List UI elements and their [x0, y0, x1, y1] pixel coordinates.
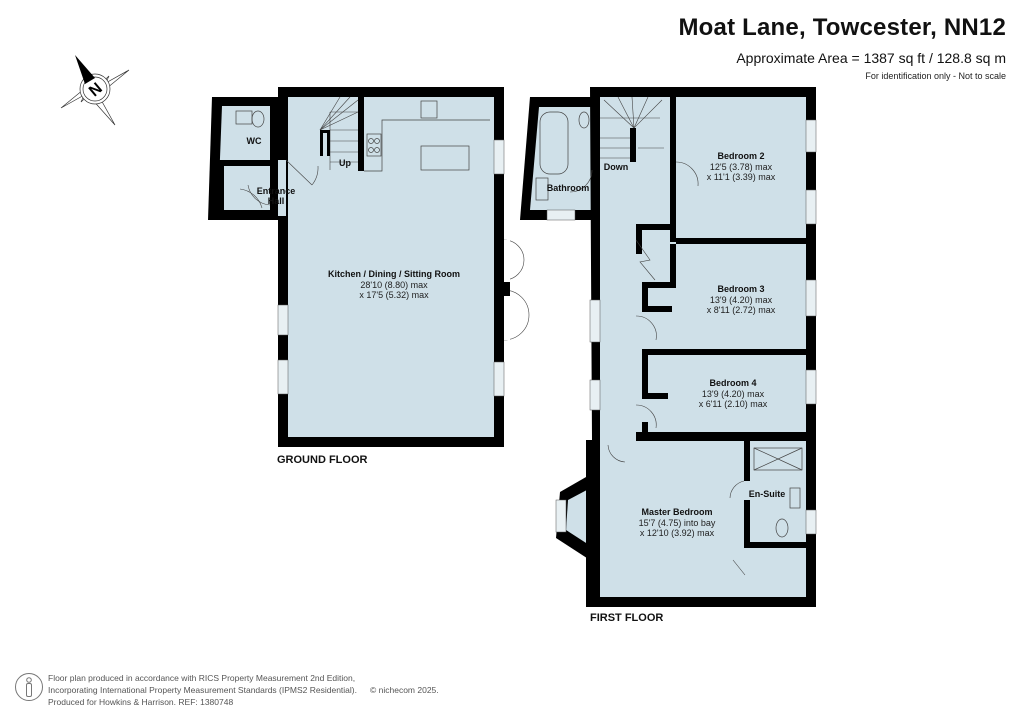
room-bedroom-2-dim2: x 11'1 (3.39) max — [707, 172, 776, 182]
room-bedroom-2: Bedroom 2 — [717, 151, 764, 161]
first-floor-label: FIRST FLOOR — [590, 612, 664, 624]
footer-line-2: Incorporating International Property Mea… — [48, 685, 357, 695]
room-bedroom-2-dim1: 12'5 (3.78) max — [710, 162, 773, 172]
property-title: Moat Lane, Towcester, NN12 — [678, 14, 1006, 41]
room-bedroom-3-dim1: 13'9 (4.20) max — [710, 295, 773, 305]
room-master-bedroom-dim1: 15'7 (4.75) into bay — [639, 518, 716, 528]
room-bedroom-4-dim2: x 6'11 (2.10) max — [699, 399, 768, 409]
room-bedroom-4: Bedroom 4 — [709, 378, 756, 388]
stairs-down-label: Down — [604, 162, 629, 172]
room-en-suite: En-Suite — [749, 489, 786, 499]
room-bathroom: Bathroom — [547, 183, 590, 193]
room-bedroom-3: Bedroom 3 — [717, 284, 764, 294]
room-kitchen-dim1: 28'10 (8.80) max — [360, 280, 428, 290]
compass-north-icon: N — [60, 55, 130, 126]
ground-floor-label: GROUND FLOOR — [277, 454, 368, 466]
person-icon — [15, 673, 43, 701]
footer-line-1: Floor plan produced in accordance with R… — [48, 673, 356, 683]
room-kitchen-dim2: x 17'5 (5.32) max — [359, 290, 429, 300]
approximate-area: Approximate Area = 1387 sq ft / 128.8 sq… — [736, 50, 1006, 66]
room-master-bedroom: Master Bedroom — [641, 507, 712, 517]
room-master-bedroom-dim2: x 12'10 (3.92) max — [640, 528, 715, 538]
room-bedroom-3-dim2: x 8'11 (2.72) max — [707, 305, 776, 315]
footer-line-3: Produced for Howkins & Harrison. REF: 13… — [48, 697, 234, 707]
ground-floor-plan: WC Entrance Hall Up Kitchen / Dining / S… — [208, 87, 530, 447]
room-bedroom-4-dim1: 13'9 (4.20) max — [702, 389, 765, 399]
stairs-up-label: Up — [339, 158, 351, 168]
footer-disclaimer: Floor plan produced in accordance with R… — [48, 672, 439, 708]
room-entrance-hall-line2: Hall — [268, 196, 285, 206]
copyright: © nichecom 2025. — [370, 685, 439, 695]
room-kitchen-dining-sitting: Kitchen / Dining / Sitting Room — [328, 269, 460, 279]
first-floor-plan: Down Bathroom Bedroom 2 12'5 (3.78) max … — [520, 87, 817, 607]
room-entrance-hall: Entrance — [257, 186, 296, 196]
room-wc: WC — [247, 136, 262, 146]
scale-note: For identification only - Not to scale — [865, 71, 1006, 81]
